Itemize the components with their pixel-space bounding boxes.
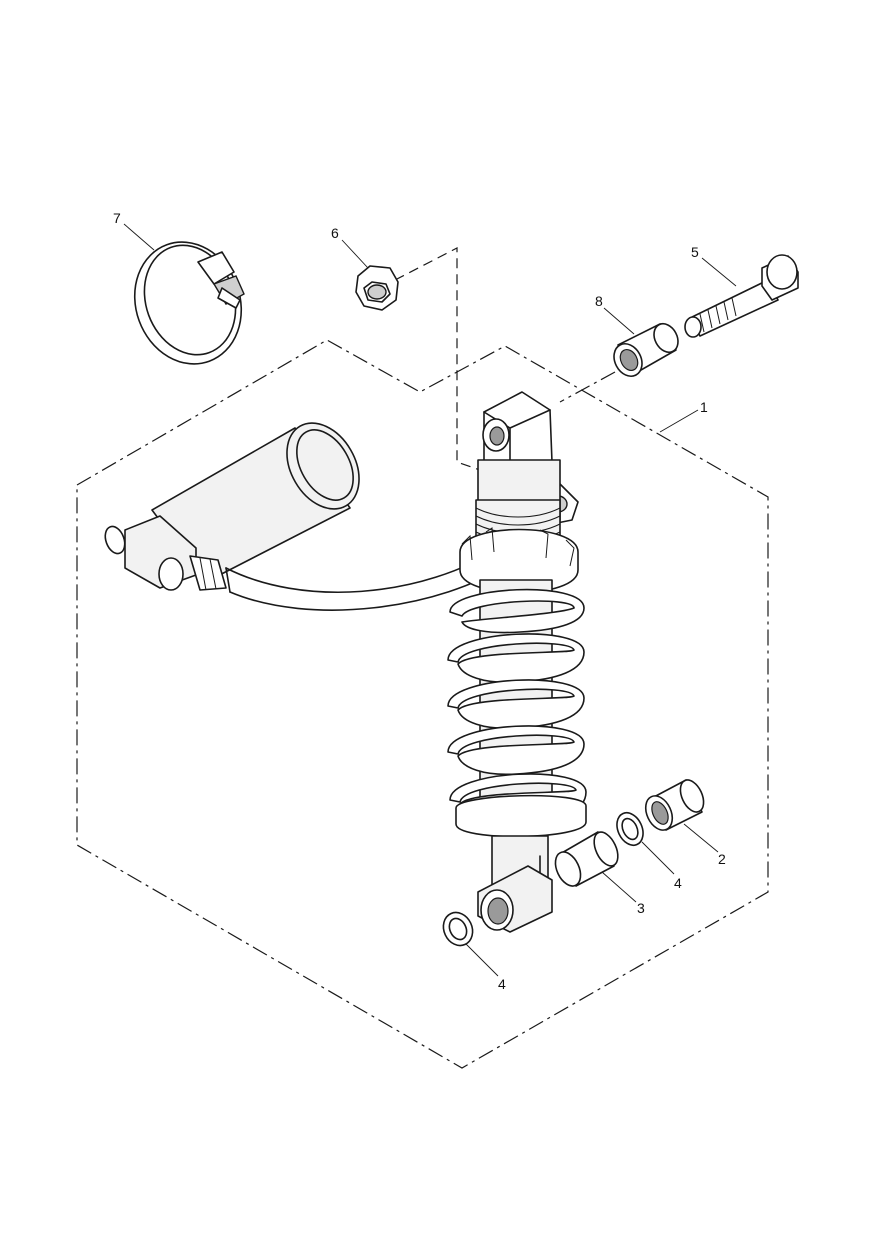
- callout-4-left: 4: [498, 976, 506, 992]
- leader-6: [341, 239, 369, 269]
- callout-4-right: 4: [674, 875, 682, 891]
- bolt-alignment-line: [559, 371, 616, 403]
- leader-1: [659, 409, 699, 433]
- bolt-part: [684, 254, 799, 338]
- needle-bush-bottom-part: [644, 779, 705, 831]
- needle-bush-top-part: [613, 322, 679, 378]
- leader-8: [603, 307, 635, 335]
- shock-absorber-part: [104, 391, 587, 933]
- callout-2: 2: [718, 851, 726, 867]
- nut-alignment-line: [394, 247, 481, 471]
- washer-left-part: [442, 911, 474, 947]
- callout-5: 5: [691, 244, 699, 260]
- leader-2: [683, 823, 719, 853]
- assembly-boundary: [76, 339, 769, 1069]
- leader-7: [123, 223, 155, 251]
- callout-3: 3: [637, 900, 645, 916]
- leader-5: [701, 257, 737, 287]
- leader-4a: [641, 841, 675, 875]
- hose-clamp-part: [133, 241, 245, 365]
- leader-4b: [465, 943, 499, 977]
- callout-8: 8: [595, 293, 603, 309]
- spacer-sleeve-part: [554, 831, 619, 887]
- leader-3: [601, 871, 637, 903]
- callout-1: 1: [700, 399, 708, 415]
- callout-7: 7: [113, 210, 121, 226]
- washer-right-part: [616, 811, 644, 847]
- callout-6: 6: [331, 225, 339, 241]
- nut-part: [355, 265, 399, 311]
